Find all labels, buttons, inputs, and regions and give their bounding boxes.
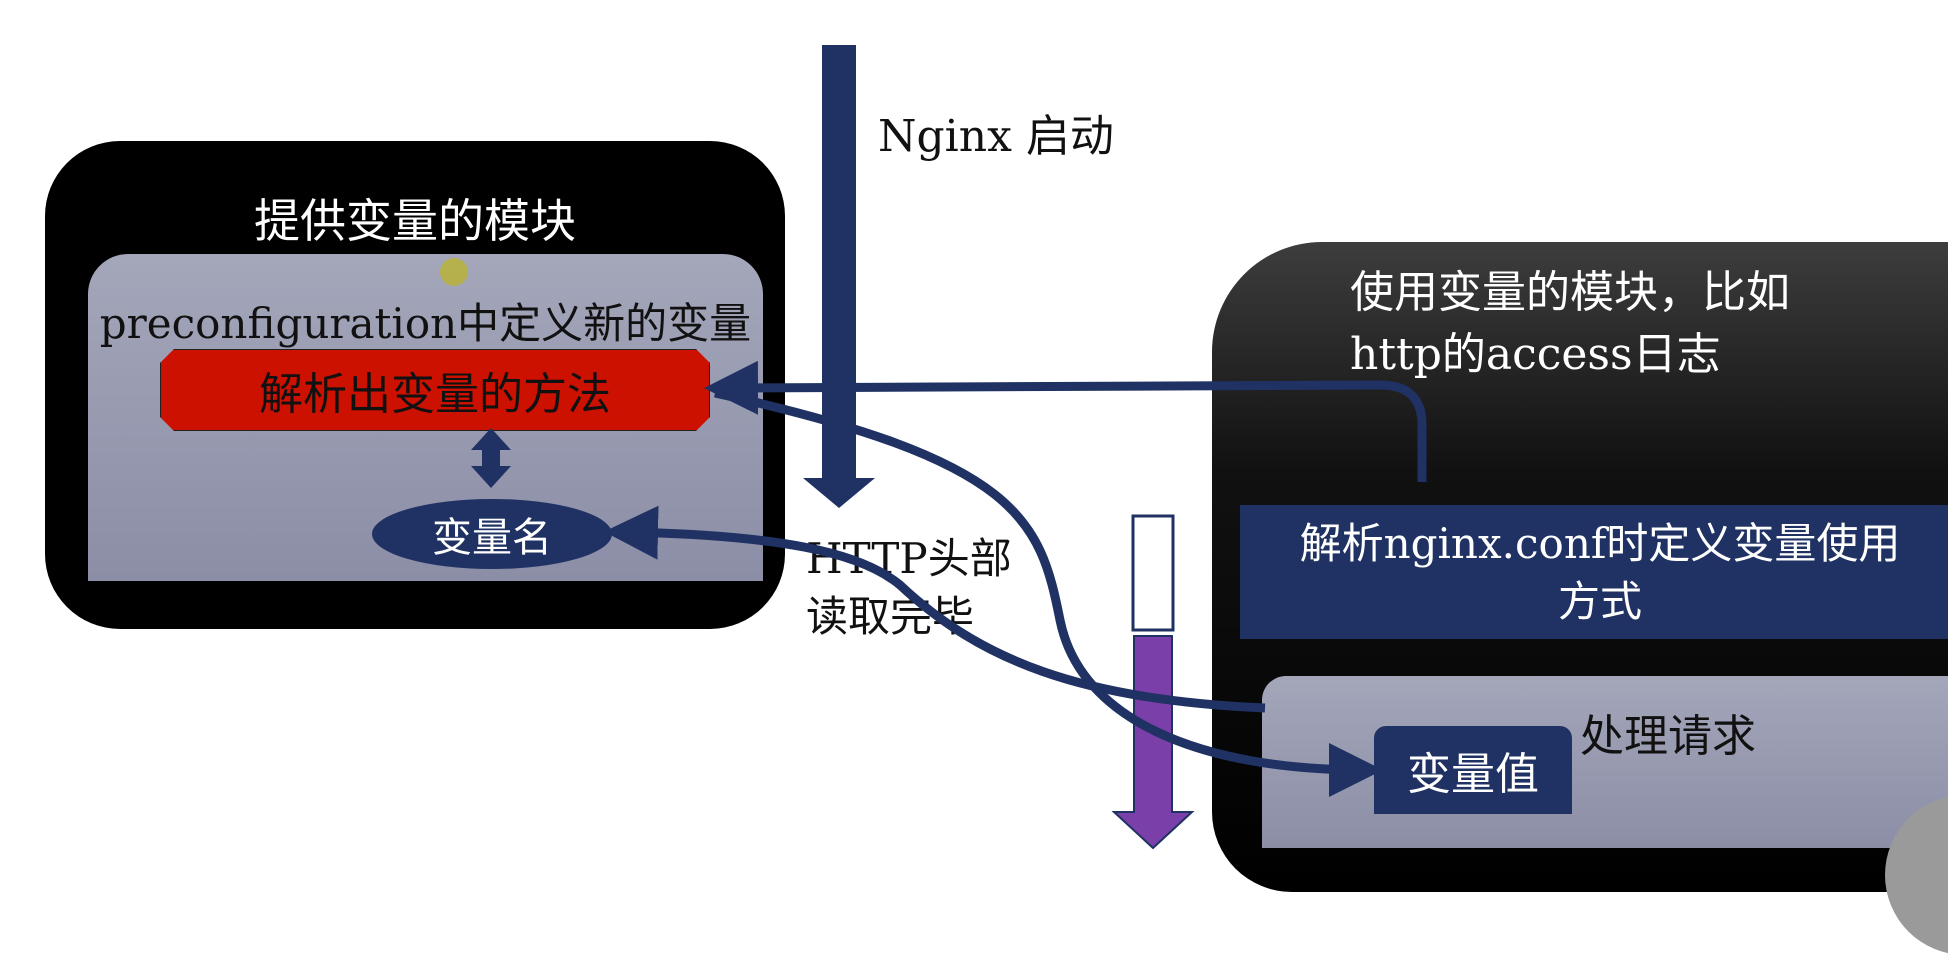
parse-method-box: 解析出变量的方法 xyxy=(160,349,710,431)
request-timeline-purple-arrow xyxy=(1111,635,1195,850)
process-request-label: 处理请求 xyxy=(1580,711,1756,762)
consumer-module-title-line1: 使用变量的模块，比如 xyxy=(1350,267,1790,318)
http-header-done-label: HTTP头部 读取完毕 xyxy=(806,530,1012,646)
parse-conf-box: 解析nginx.conf时定义变量使用 方式 xyxy=(1240,505,1948,639)
preconfiguration-label: preconfiguration中定义新的变量 xyxy=(99,299,752,348)
variable-name-oval: 变量名 xyxy=(372,499,612,569)
http-header-line2: 读取完毕 xyxy=(806,592,975,641)
pointer-highlight xyxy=(440,258,468,286)
variable-value-box: 变量值 xyxy=(1374,726,1572,814)
nginx-start-label: Nginx 启动 xyxy=(878,111,1114,162)
provider-module-title: 提供变量的模块 xyxy=(254,194,576,248)
nginx-start-timeline-arrow xyxy=(803,45,875,508)
request-timeline-box xyxy=(1131,514,1175,632)
parse-conf-line1: 解析nginx.conf时定义变量使用 xyxy=(1299,519,1901,568)
consumer-module-title: 使用变量的模块，比如 http的access日志 xyxy=(1350,262,1790,386)
parse-conf-line2: 方式 xyxy=(1557,577,1642,626)
http-header-line1: HTTP头部 xyxy=(806,534,1012,583)
consumer-module-title-line2: http的access日志 xyxy=(1350,329,1721,380)
